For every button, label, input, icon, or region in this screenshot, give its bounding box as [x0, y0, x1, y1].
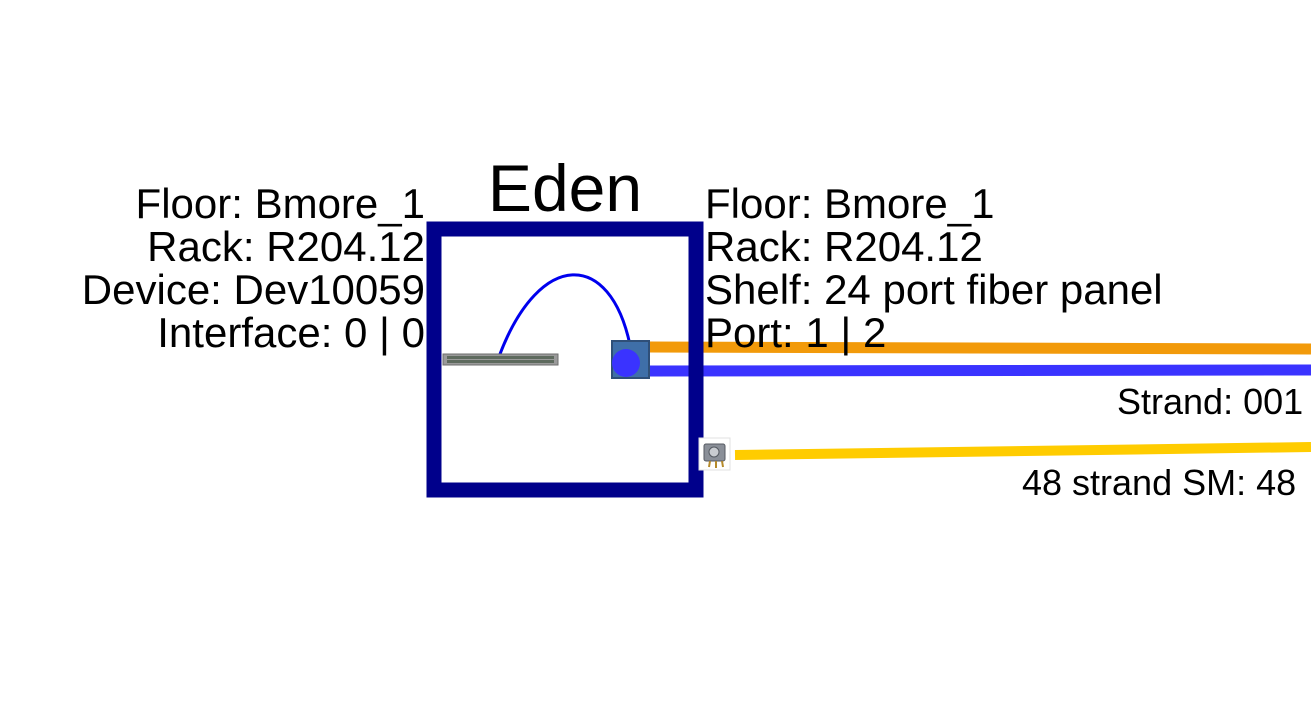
room-box[interactable] [426, 221, 704, 498]
device-interface-label: Interface: 0 | 0 [157, 309, 425, 356]
switch-icon[interactable] [442, 353, 559, 366]
room-title: Eden [487, 151, 643, 225]
panel-port-label: Port: 1 | 2 [705, 309, 887, 356]
trunk-cable-line[interactable] [734, 442, 1311, 460]
panel-info: Floor: Bmore_1 Rack: R204.12 Shelf: 24 p… [705, 182, 1163, 354]
panel-rack-label: Rack: R204.12 [705, 223, 983, 270]
fiber-port-icon[interactable] [611, 340, 650, 379]
strand-rx-line[interactable] [647, 364, 1311, 377]
panel-floor-label: Floor: Bmore_1 [705, 180, 995, 227]
splice-enclosure-icon[interactable] [698, 437, 731, 471]
panel-shelf-label: Shelf: 24 port fiber panel [705, 266, 1163, 313]
cable-label: 48 strand SM: 48 [1022, 462, 1297, 503]
device-rack-label: Rack: R204.12 [147, 223, 425, 270]
device-info: Floor: Bmore_1 Rack: R204.12 Device: Dev… [82, 182, 425, 354]
device-name-label: Device: Dev10059 [81, 266, 425, 313]
strand-tx-line[interactable] [647, 341, 1311, 355]
strand-label: Strand: 001 [1117, 381, 1304, 422]
patch-cord[interactable] [498, 273, 632, 355]
device-floor-label: Floor: Bmore_1 [135, 180, 425, 227]
